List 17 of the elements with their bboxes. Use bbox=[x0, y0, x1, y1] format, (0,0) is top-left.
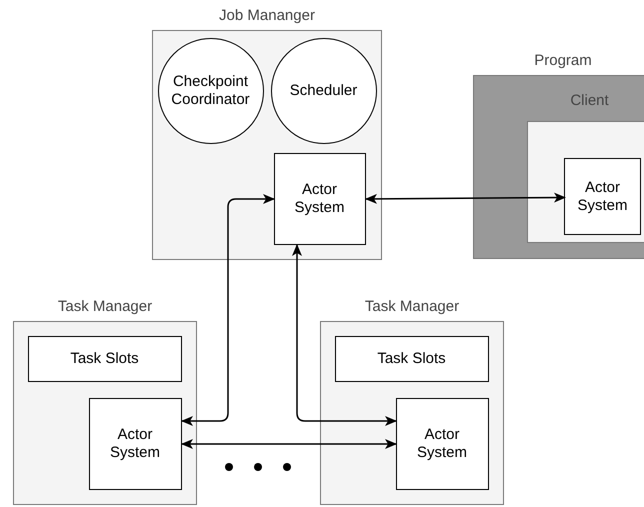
group-title: Program bbox=[534, 52, 592, 70]
group-title: Task Manager bbox=[58, 298, 152, 316]
component-box: Task Slots bbox=[28, 336, 182, 382]
group-title: Job Mananger bbox=[219, 7, 315, 25]
connector-arrow bbox=[181, 439, 397, 449]
component-circle: Scheduler bbox=[270, 38, 376, 144]
connector-arrow bbox=[365, 192, 566, 204]
group-title: Task Manager bbox=[364, 298, 460, 316]
component-box: Task Slots bbox=[334, 336, 488, 382]
group-title: Client bbox=[570, 92, 609, 110]
component-box: Actor System bbox=[274, 152, 366, 244]
connector-arrow bbox=[181, 194, 275, 426]
component-box: Actor System bbox=[396, 398, 488, 490]
connector-arrow bbox=[292, 244, 397, 426]
component-circle: Checkpoint Coordinator bbox=[158, 38, 264, 144]
component-box: Actor System bbox=[564, 158, 641, 235]
component-box: Actor System bbox=[88, 398, 182, 490]
